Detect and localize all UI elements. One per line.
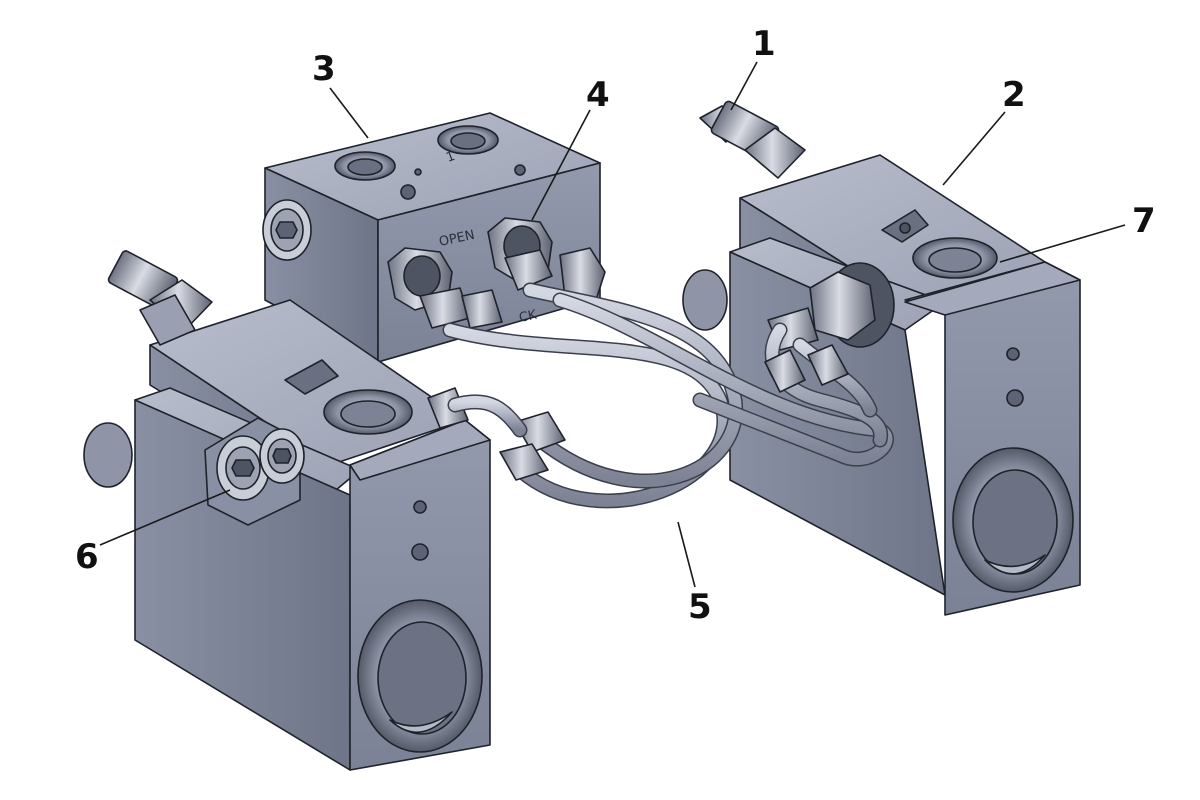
leader-4	[531, 109, 591, 221]
leader-7	[999, 224, 1126, 263]
callouts: 1 2 3 4 5 6 7	[75, 24, 1156, 627]
lock-engraving: CK	[518, 307, 539, 325]
tube-fitting-4	[487, 217, 553, 291]
leader-lines	[99, 61, 1126, 588]
pressure-sensor-1	[699, 100, 806, 179]
leader-1	[730, 61, 758, 111]
leader-6	[99, 489, 231, 546]
hydraulic-tubes-5	[442, 282, 894, 509]
callout-4: 4	[586, 75, 610, 115]
pressure-sensor-front-left	[107, 250, 213, 346]
leader-2	[942, 111, 1006, 186]
callout-6: 6	[75, 537, 99, 577]
cap-screws-6	[204, 417, 305, 526]
leader-5	[677, 521, 696, 588]
callout-5: 5	[688, 587, 712, 627]
tube-fitting-lower-left	[387, 247, 471, 329]
callout-3: 3	[312, 49, 336, 89]
elbow-fitting-front-left	[427, 387, 528, 438]
leader-3	[329, 87, 369, 139]
callout-2: 2	[1002, 75, 1026, 115]
callout-7: 7	[1132, 201, 1156, 241]
socket-head-plug	[262, 199, 312, 261]
callout-1: 1	[752, 24, 776, 64]
valve-block-front-left	[83, 299, 491, 771]
open-engraving: OPEN	[438, 228, 476, 250]
